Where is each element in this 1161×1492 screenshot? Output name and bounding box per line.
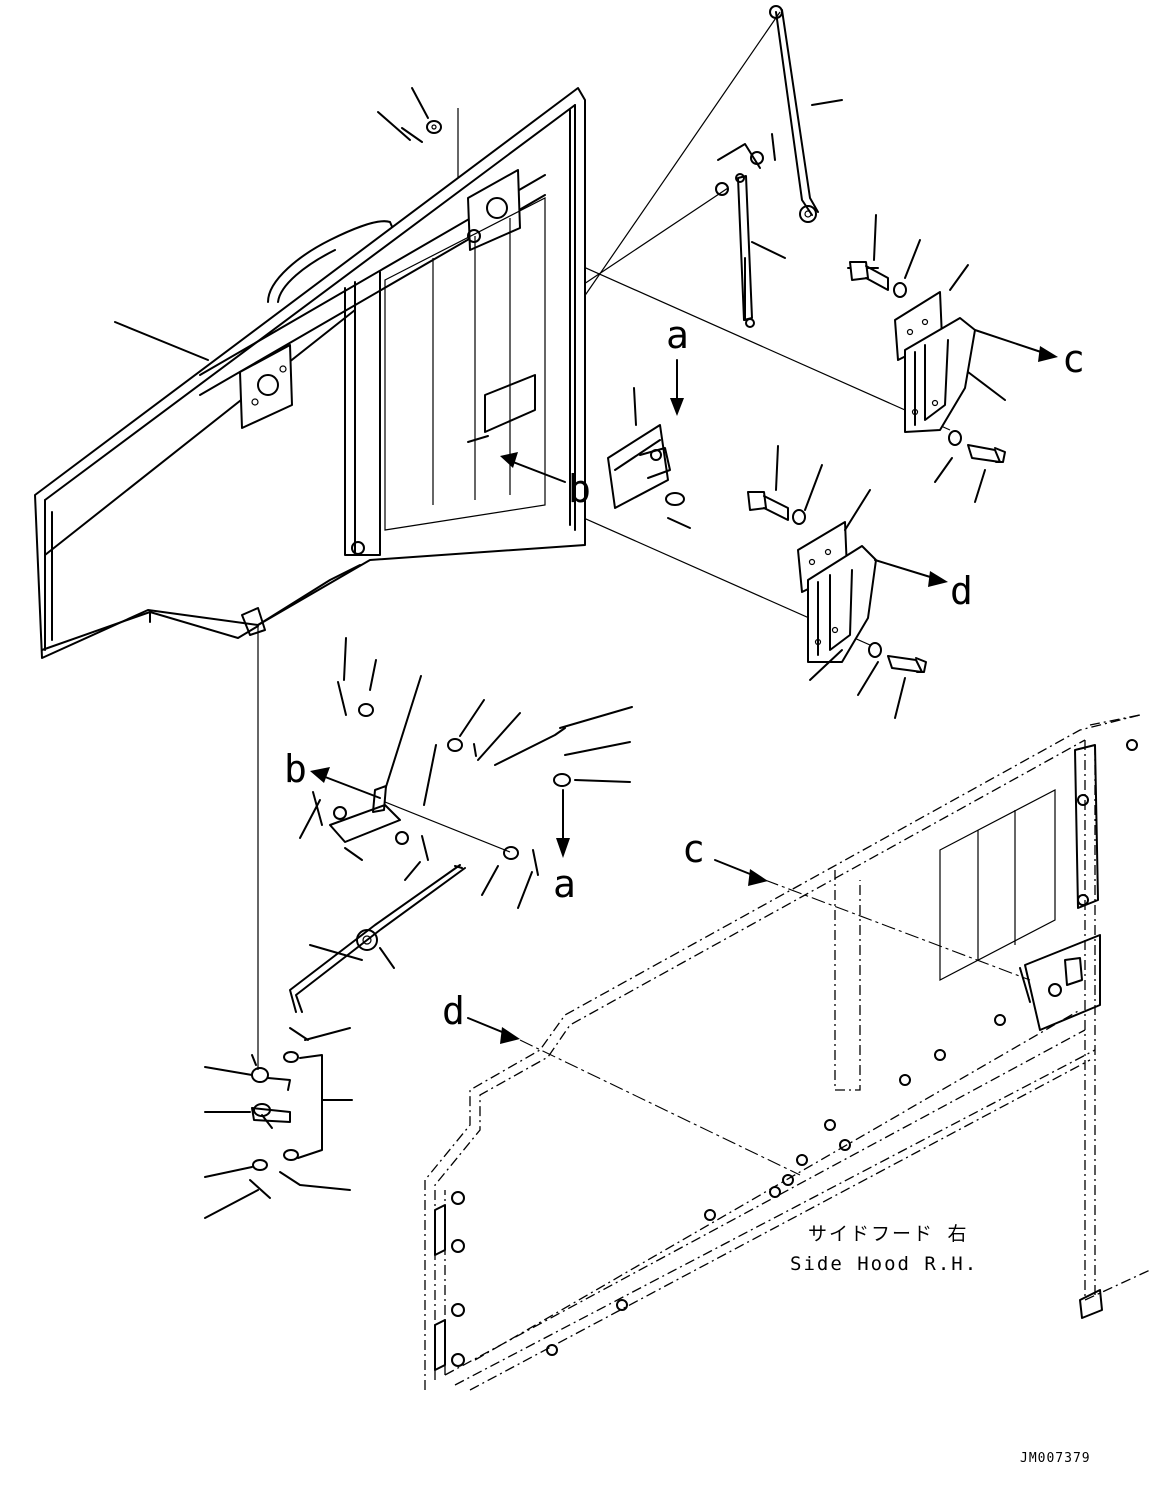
top-fasteners: [401, 120, 442, 143]
callout-letter-c-lower: c: [682, 827, 705, 871]
side-hood-rh: [424, 714, 1151, 1391]
hinge-c: [847, 214, 1006, 503]
callout-letter-b-top: b: [568, 467, 591, 511]
drawing-code: JM007379: [1020, 1451, 1091, 1466]
callout-letter-c-top: c: [1062, 337, 1085, 381]
lock-linkage: [299, 637, 633, 909]
callout-letter-d-lower: d: [442, 989, 465, 1033]
phantom-reference-lines: [519, 879, 1031, 1176]
lock-rod: [289, 864, 466, 1013]
caption-japanese: サイドフード 右: [808, 1223, 968, 1245]
side-door-panel: [34, 87, 586, 659]
stay-rod: [769, 5, 819, 223]
callout-letter-a-mid: a: [553, 862, 576, 906]
latch-assembly: [607, 387, 691, 529]
gas-spring: [715, 133, 776, 328]
part-leaders: [114, 87, 843, 361]
lower-catch: [204, 1027, 353, 1219]
louver-grille: [384, 197, 546, 531]
hinge-d: [747, 445, 927, 719]
callout-letter-b-mid: b: [284, 747, 307, 791]
callout-letter-d-top: d: [950, 569, 973, 613]
caption-english: Side Hood R.H.: [790, 1253, 978, 1275]
callout-arrows: [310, 329, 1058, 1044]
callout-letter-a-top: a: [666, 313, 689, 357]
